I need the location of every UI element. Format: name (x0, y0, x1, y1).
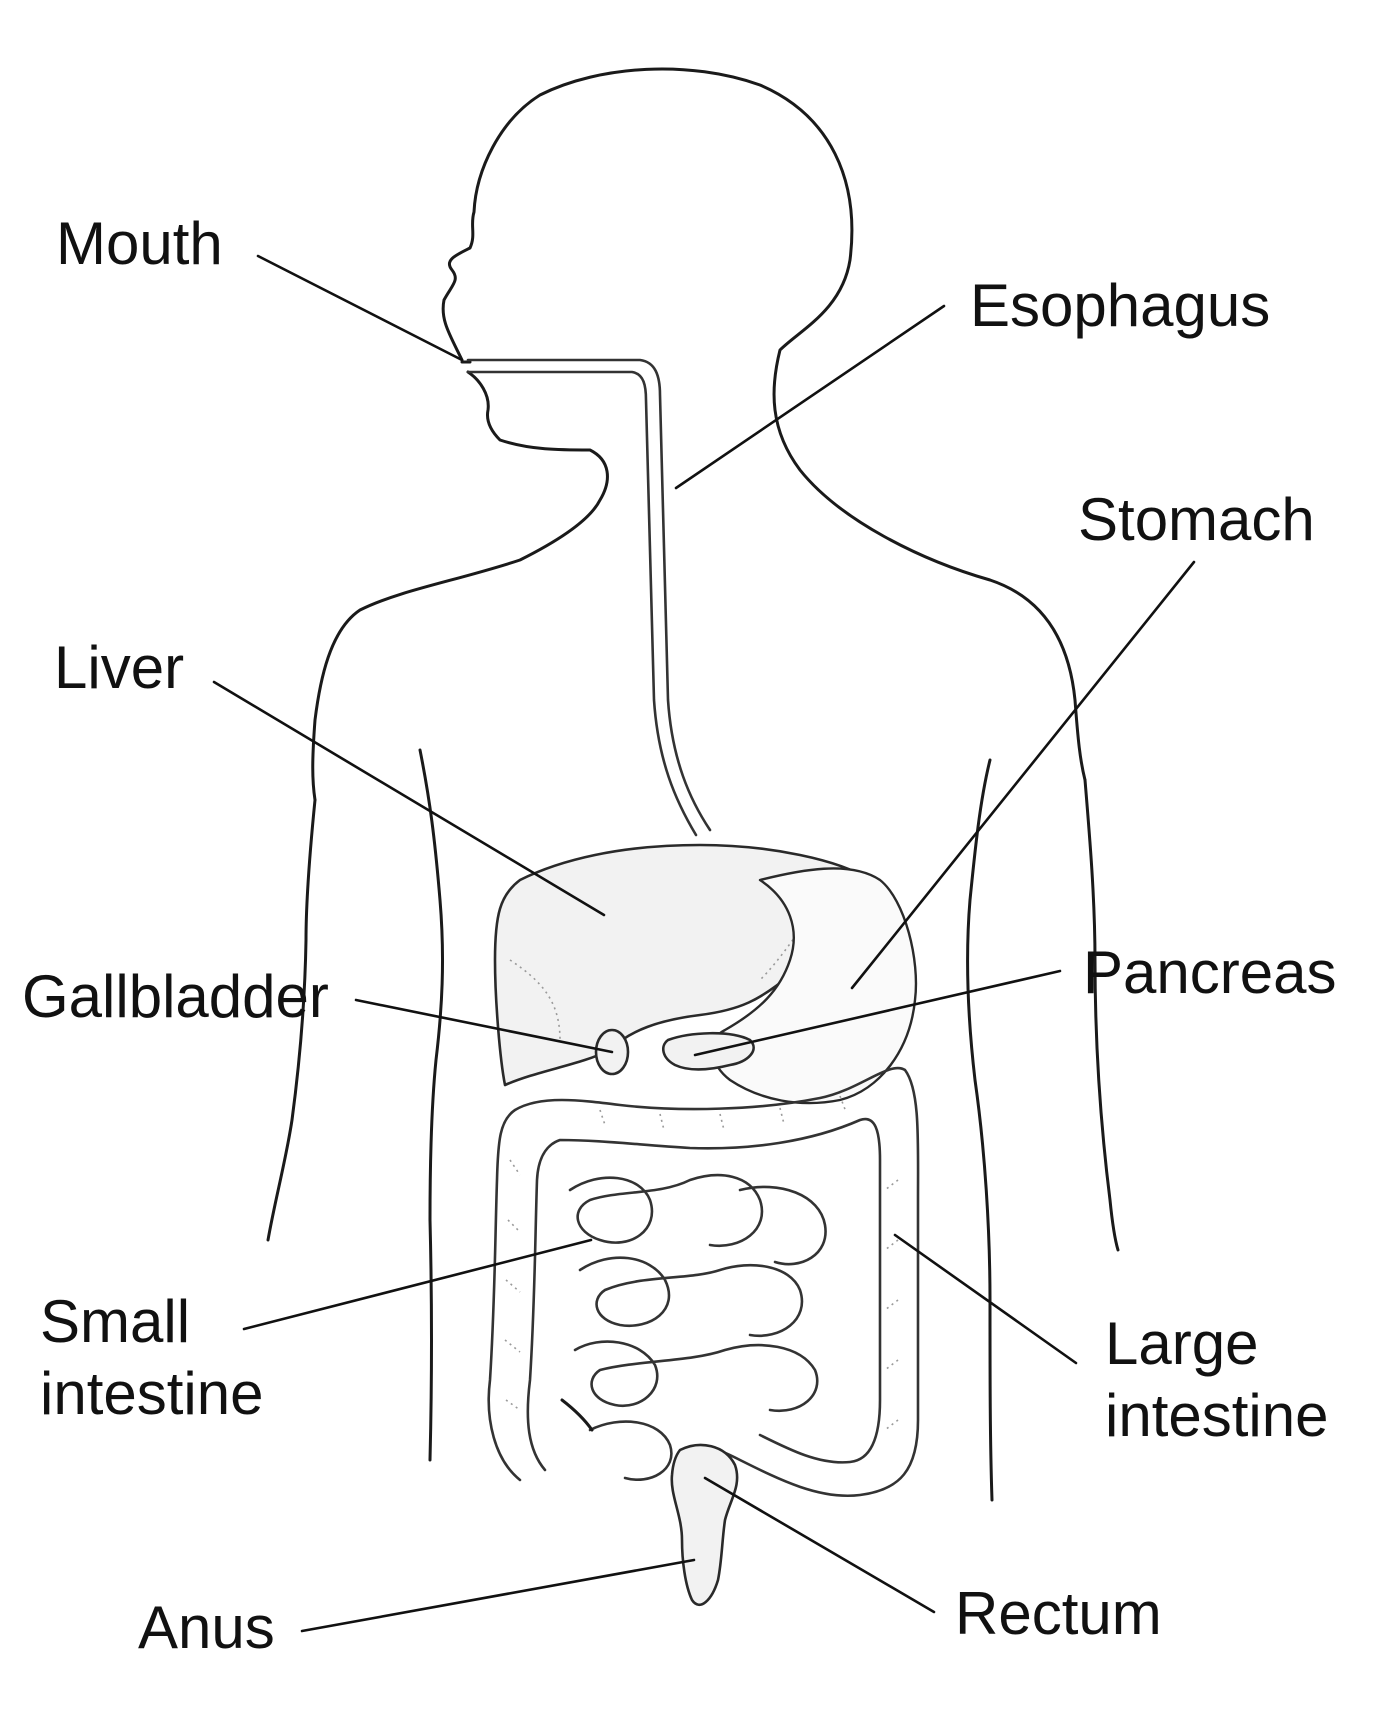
label-liver: Liver (54, 634, 184, 701)
leader-stomach (850, 560, 1196, 990)
small-intestine-coil-5 (738, 1185, 827, 1266)
label-mouth: Mouth (56, 210, 223, 277)
leader-liver (212, 680, 606, 917)
small-intestine-coil-3 (573, 1340, 819, 1413)
leader-anus (300, 1558, 696, 1633)
leader-esophagus (674, 304, 946, 490)
leader-large-intestine (893, 1233, 1078, 1365)
label-rectum: Rectum (955, 1580, 1162, 1647)
leader-pancreas (693, 969, 1062, 1057)
left-torso-outline (266, 798, 317, 1242)
esophagus-tube-outer (466, 358, 712, 832)
label-esophagus: Esophagus (970, 272, 1270, 339)
small-intestine-coil-1 (568, 1173, 764, 1248)
right-arm-outline (1083, 778, 1120, 1252)
colon-outer (487, 1066, 920, 1498)
small-intestine-coil-2 (578, 1256, 804, 1338)
small-intestine-coil-4 (588, 1420, 673, 1481)
liver-shading (509, 899, 821, 1041)
rectum-organ (670, 1443, 739, 1607)
leader-mouth (256, 254, 464, 362)
colon-haustra (504, 1095, 899, 1431)
esophagus-organ (460, 358, 712, 837)
label-small-intestine-line1: Small (40, 1288, 190, 1355)
leader-small-intestine (242, 1238, 593, 1331)
right-side-outline (966, 758, 994, 1502)
colon-inner (526, 1117, 882, 1472)
stomach-organ (711, 867, 918, 1105)
label-small-intestine-line2: intestine (40, 1360, 263, 1427)
leader-lines (212, 254, 1196, 1633)
label-stomach: Stomach (1078, 486, 1315, 553)
labels: Mouth Esophagus Stomach Liver Gallbladde… (22, 210, 1336, 1661)
body-outline (266, 67, 1120, 1502)
label-large-intestine-line2: intestine (1105, 1382, 1328, 1449)
leader-gallbladder (354, 998, 614, 1054)
head-outline (441, 67, 1087, 782)
label-large-intestine-line1: Large (1105, 1310, 1258, 1377)
leader-rectum (703, 1476, 936, 1614)
large-intestine-organ (487, 1066, 920, 1498)
esophagus-tube-inner (466, 370, 698, 837)
jaw-outline (311, 370, 609, 802)
small-intestine-organ (568, 1173, 827, 1481)
appendix (560, 1398, 594, 1432)
left-side-outline (418, 748, 445, 1462)
label-anus: Anus (138, 1594, 275, 1661)
label-gallbladder: Gallbladder (22, 963, 329, 1030)
label-pancreas: Pancreas (1083, 939, 1336, 1006)
